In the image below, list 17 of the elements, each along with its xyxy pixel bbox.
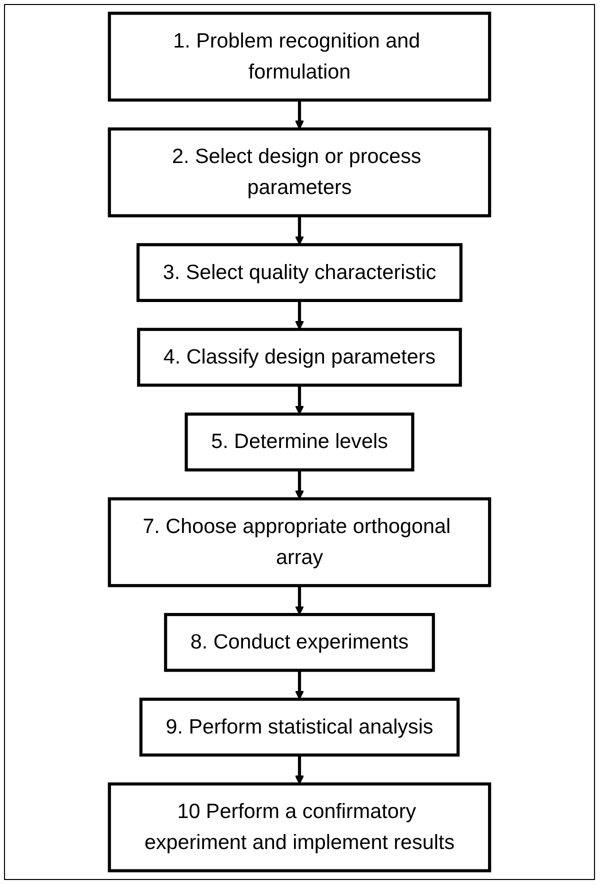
arrow — [294, 470, 304, 500]
node-box: 7. Choose appropriate orthogonal array — [108, 497, 492, 588]
arrow — [294, 670, 304, 700]
arrow — [294, 216, 304, 246]
arrow — [294, 300, 304, 330]
node-box: 5. Determine levels — [184, 412, 414, 472]
arrow — [294, 755, 304, 784]
node-box: 10 Perform a confirmatory experiment and implement results — [108, 782, 492, 872]
arrow — [294, 385, 304, 415]
node-box: 1. Problem recognition and formulation — [108, 12, 492, 102]
node-box: 4. Classify design parameters — [137, 328, 462, 387]
node-box: 9. Perform statistical analysis — [139, 698, 460, 757]
arrow — [294, 586, 304, 615]
node-box: 8. Conduct experiments — [164, 612, 435, 672]
node-box: 3. Select quality characteristic — [136, 243, 462, 302]
arrow — [294, 100, 304, 130]
node-box: 2. Select design or process parameters — [108, 127, 492, 218]
